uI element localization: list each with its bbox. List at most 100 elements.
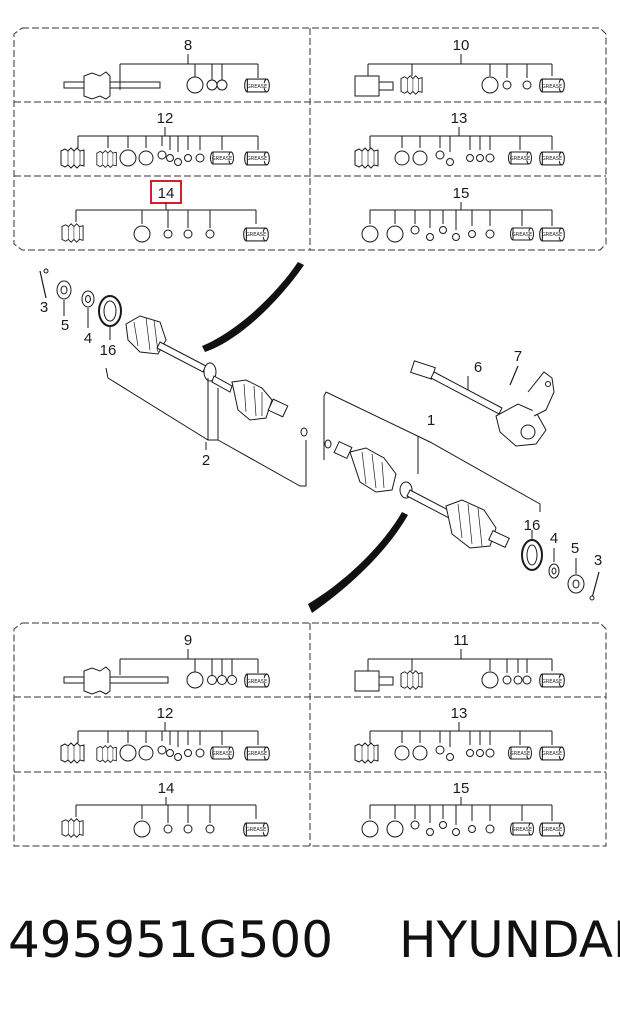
- ring-large-icon: [186, 76, 204, 94]
- callout-7: 7: [514, 348, 522, 365]
- brand-name: HYUNDAI: [398, 911, 620, 969]
- bearing-shaft: 6 7: [410, 348, 555, 447]
- kit-12-bottom: 12 GREASE GREASE: [60, 705, 270, 764]
- kit-13-bottom-label: 13: [451, 705, 468, 722]
- callout-3-left: 3: [40, 299, 48, 316]
- bolt-icon: [39, 270, 47, 299]
- outer-joint-housing-icon: [354, 75, 394, 97]
- ring-small-icon: [485, 824, 495, 834]
- grease-label: GREASE: [512, 232, 532, 238]
- part-number: 495951G500: [8, 911, 334, 969]
- kit-12-bottom-label: 12: [157, 705, 174, 722]
- ring-large-icon: [361, 225, 379, 243]
- grease-label: GREASE: [542, 827, 562, 833]
- grease-label: GREASE: [542, 751, 562, 757]
- kit-14-label: 14: [158, 185, 175, 202]
- callout-5-right: 5: [571, 540, 579, 557]
- ring-small-icon: [468, 230, 476, 238]
- boot-icon: [60, 147, 85, 169]
- ring-small-icon: [485, 153, 495, 163]
- ring-small-icon: [184, 749, 192, 757]
- curved-arrow-top: [202, 262, 304, 352]
- kit-11-label: 11: [453, 632, 469, 649]
- ring-large-icon: [133, 820, 151, 838]
- ring-large-icon: [138, 150, 154, 166]
- tone-ring-icon: [98, 295, 122, 327]
- washer-icon: [548, 563, 560, 579]
- kit-14-bottom: 14 GREASE: [61, 780, 269, 838]
- ring-small-icon: [485, 229, 495, 239]
- boot-icon: [400, 75, 423, 95]
- ring-large-icon: [481, 671, 499, 689]
- kit-10: 10 GREASE: [354, 37, 565, 97]
- ring-small-icon: [476, 749, 484, 757]
- boot-icon: [61, 818, 84, 838]
- kit-panel-top: [13, 27, 607, 251]
- grease-label: GREASE: [542, 84, 562, 90]
- tone-ring-icon: [521, 539, 543, 571]
- ring-small-icon: [206, 79, 218, 91]
- ring-small-icon: [410, 225, 420, 235]
- ring-large-icon: [481, 76, 499, 94]
- grease-label: GREASE: [247, 679, 267, 685]
- kit-12: 12 GREASE GREASE: [60, 110, 270, 169]
- ring-large-icon: [119, 149, 137, 167]
- ring-small-icon: [217, 675, 227, 685]
- callout-16-right: 16: [524, 517, 541, 534]
- ring-small-icon: [166, 154, 174, 162]
- hub-nut-icon: [567, 574, 585, 594]
- callout-2: 2: [202, 452, 210, 469]
- ring-small-icon: [195, 153, 205, 163]
- ring-small-icon: [446, 158, 454, 166]
- outer-joint-housing-icon: [354, 670, 394, 692]
- grease-label: GREASE: [212, 751, 232, 757]
- ring-large-icon: [386, 820, 404, 838]
- kit-12-label: 12: [157, 110, 174, 127]
- ring-small-icon: [163, 824, 173, 834]
- ring-large-icon: [412, 150, 428, 166]
- ring-large-icon: [386, 225, 404, 243]
- callout-4-right: 4: [550, 530, 558, 547]
- grease-label: GREASE: [247, 84, 267, 90]
- ring-small-icon: [452, 828, 460, 836]
- exploded-parts-diagram: 8 GREASE 10 GREASE 12: [13, 27, 607, 847]
- hub-nut-icon: [56, 280, 72, 300]
- boot-icon: [400, 670, 423, 690]
- kit-14-bottom-label: 14: [158, 780, 175, 797]
- ring-small-icon: [174, 158, 182, 166]
- callout-1: 1: [427, 412, 435, 429]
- callout-4-left: 4: [84, 330, 92, 347]
- grease-label: GREASE: [212, 156, 232, 162]
- kit-13-label: 13: [451, 110, 468, 127]
- ring-small-icon: [502, 80, 512, 90]
- ring-small-icon: [157, 745, 167, 755]
- grease-label: GREASE: [542, 156, 562, 162]
- kit-11: 11 GREASE: [354, 632, 565, 692]
- kit-14: 14 GREASE: [61, 180, 269, 243]
- boot-icon: [354, 147, 379, 169]
- ring-small-icon: [522, 675, 532, 685]
- ring-small-icon: [502, 675, 512, 685]
- ring-small-icon: [435, 150, 445, 160]
- kit-8: 8 GREASE: [63, 37, 270, 100]
- ring-small-icon: [207, 675, 217, 685]
- ring-small-icon: [426, 828, 434, 836]
- grease-label: GREASE: [542, 679, 562, 685]
- inner-joint-shaft-icon: [63, 71, 161, 100]
- right-drive-shaft: 1 16 4 5 3: [323, 391, 602, 601]
- ring-small-icon: [183, 824, 193, 834]
- ring-small-icon: [195, 748, 205, 758]
- inner-joint-shaft-icon: [63, 666, 169, 695]
- kit-9: 9 GREASE: [63, 632, 270, 695]
- ring-small-icon: [426, 233, 434, 241]
- ring-small-icon: [439, 821, 447, 829]
- ring-small-icon: [205, 824, 215, 834]
- callout-3-right: 3: [594, 552, 602, 569]
- ring-small-icon: [410, 820, 420, 830]
- ring-small-icon: [174, 753, 182, 761]
- grease-label: GREASE: [247, 156, 267, 162]
- kit-10-label: 10: [453, 37, 470, 54]
- bearing-bracket-icon: [495, 371, 555, 447]
- ring-small-icon: [439, 226, 447, 234]
- kit-panel-bottom: [13, 622, 607, 847]
